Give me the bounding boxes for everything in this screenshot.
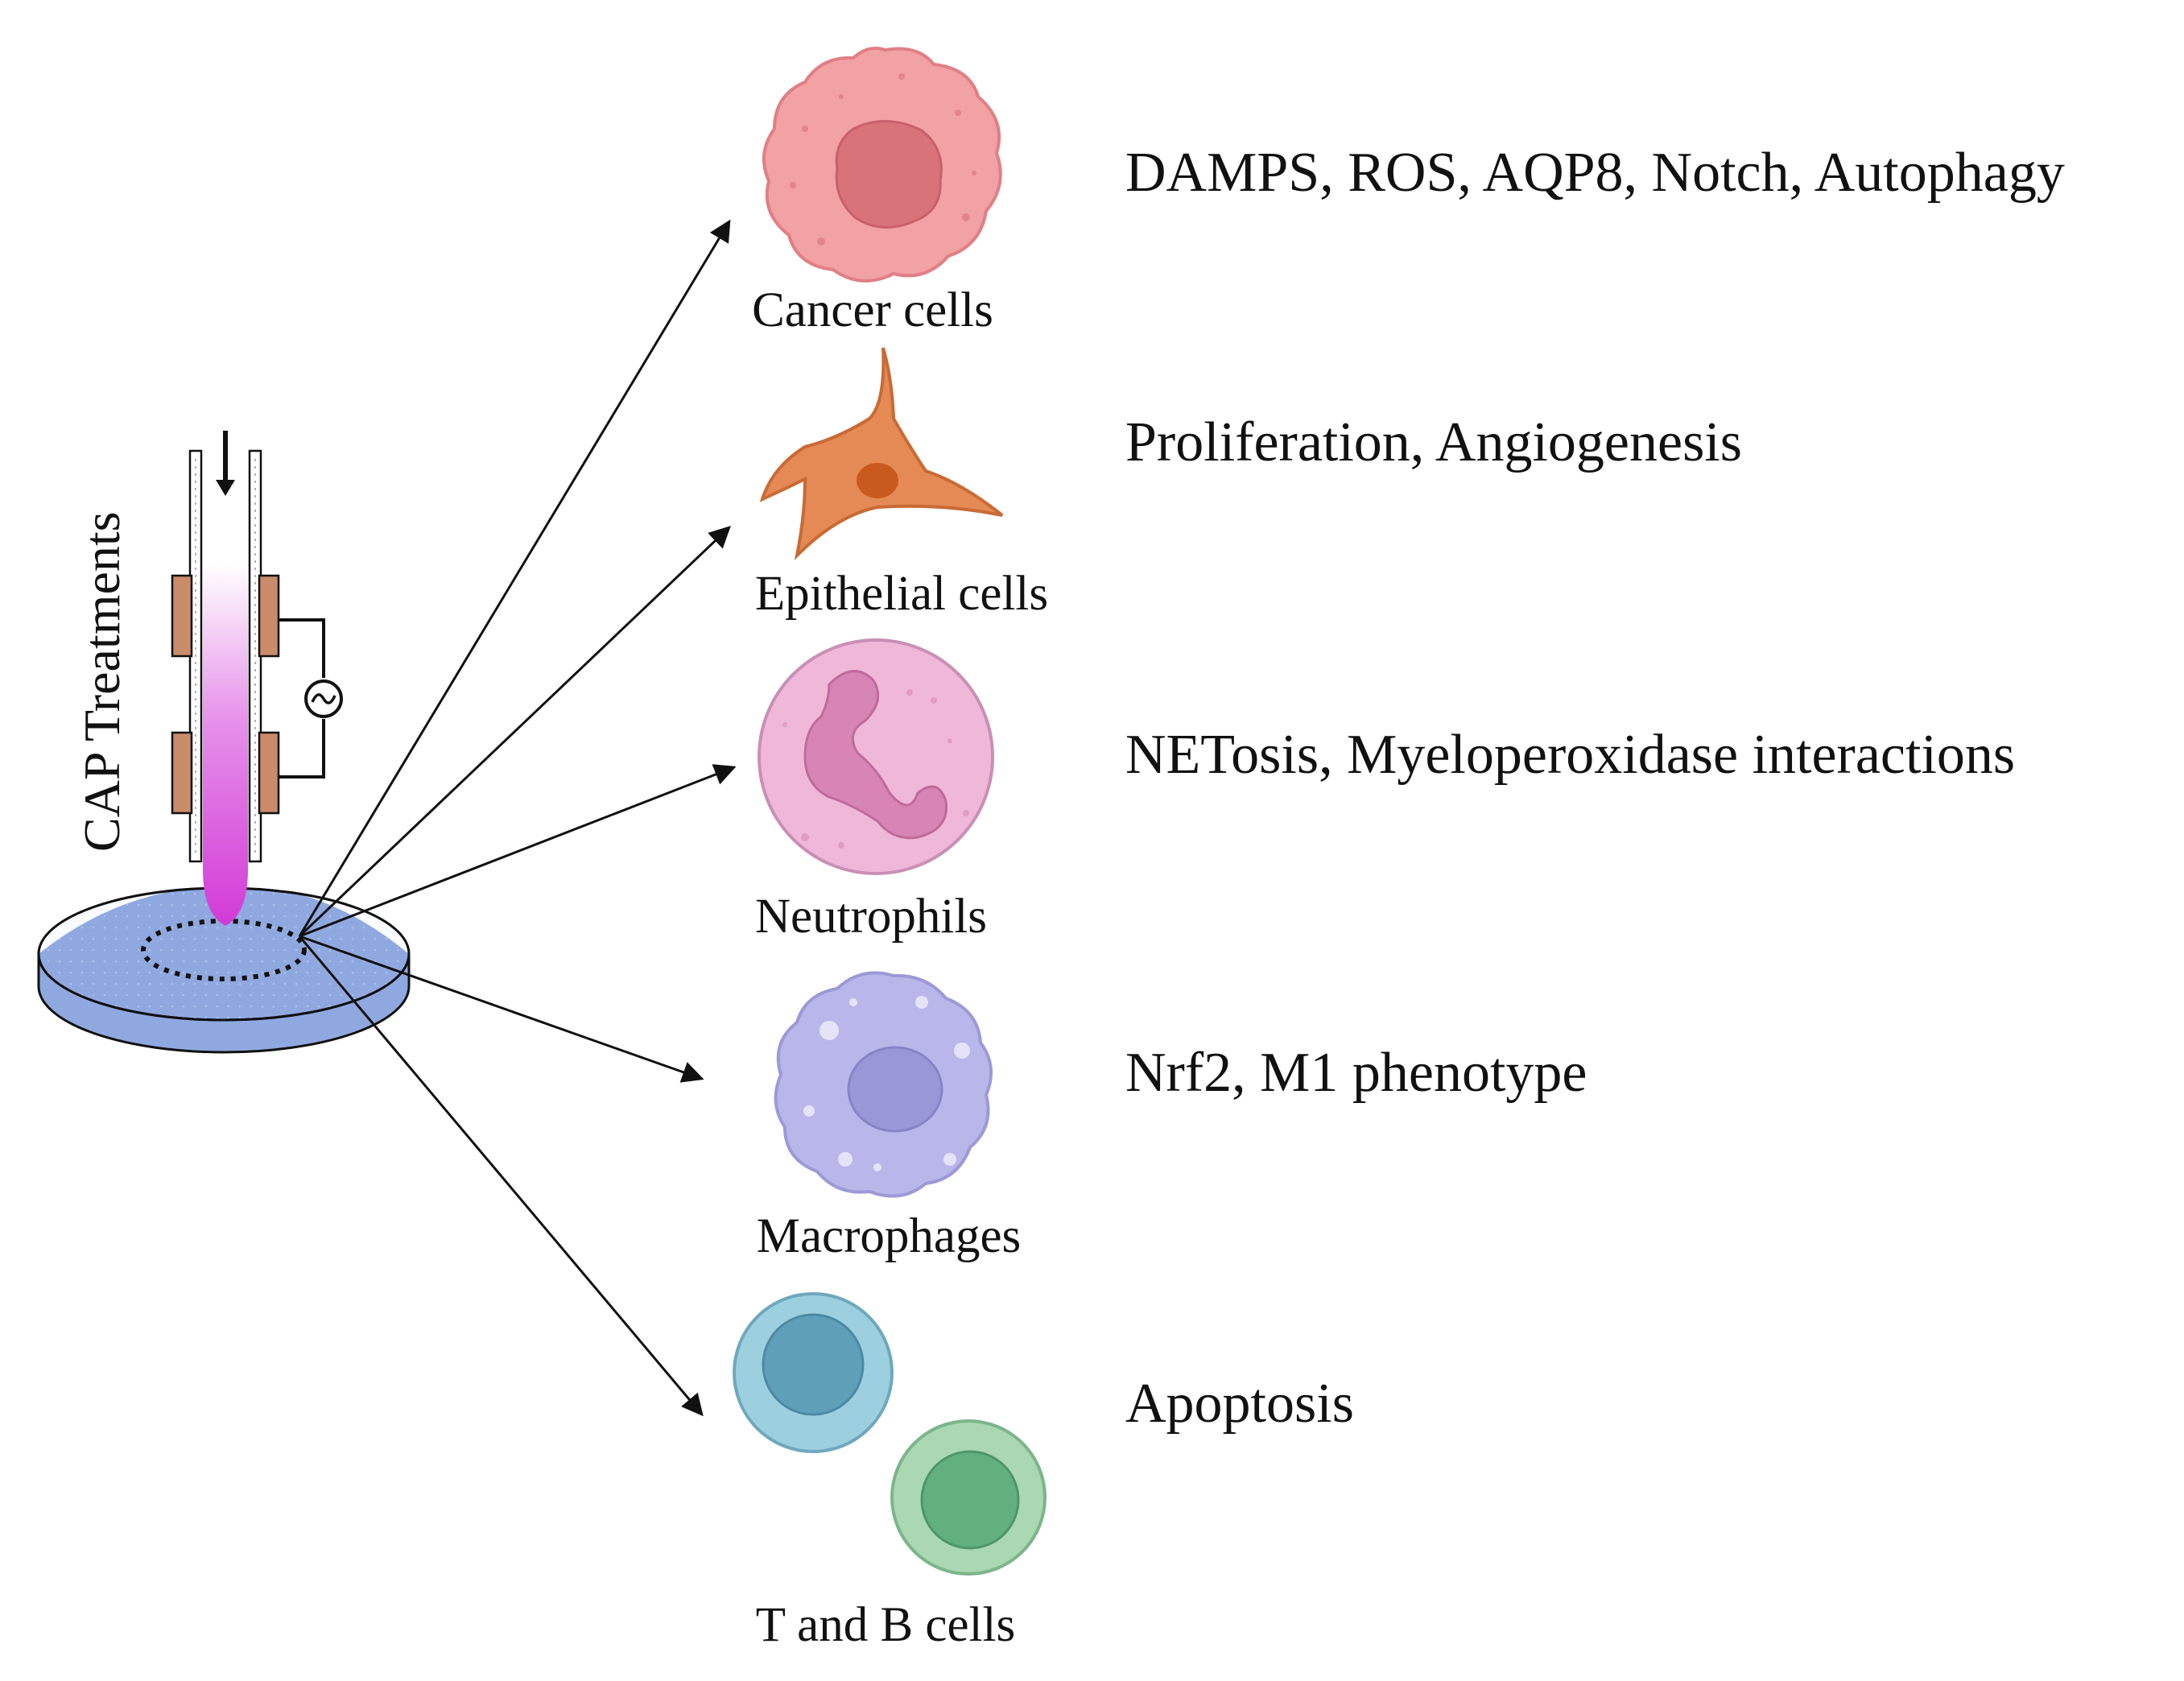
arrow-to-macrophages — [299, 935, 704, 1083]
macrophages-label: Macrophages — [757, 1209, 1022, 1263]
jet-tube — [188, 449, 262, 863]
macrophages-effects: Nrf2, M1 phenotype — [1125, 1042, 1587, 1104]
epithelial-cells-label: Epithelial cells — [755, 567, 1048, 621]
b-cell-icon — [890, 1419, 1047, 1576]
cancer-cells-effects: DAMPS, ROS, AQP8, Notch, Autophagy — [1125, 142, 2065, 204]
epithelial-cell-icon — [759, 347, 1004, 561]
neutrophils-effects: NETosis, Myeloperoxidase interactions — [1125, 724, 2015, 786]
cancer-cells-label: Cancer cells — [752, 283, 993, 337]
neutrophil-icon — [758, 638, 994, 875]
plasma-plume — [203, 564, 248, 926]
electrodes — [171, 574, 280, 815]
arrow-to-t-and-b-cells — [298, 935, 704, 1417]
arrow-to-epithelial-cells — [298, 526, 731, 938]
gas-inflow-arrow-icon — [216, 431, 235, 496]
arrow-to-cancer-cells — [298, 219, 731, 937]
plasma-device: CAP Treatments — [37, 431, 411, 1054]
t-cell-icon — [733, 1292, 894, 1453]
neutrophils-label: Neutrophils — [755, 890, 987, 944]
ac-circuit — [279, 618, 343, 779]
t-and-b-cells-effects: Apoptosis — [1125, 1373, 1354, 1435]
arrows — [298, 219, 737, 1417]
t-and-b-cells-label: T and B cells — [756, 1598, 1015, 1652]
macrophage-icon — [774, 971, 993, 1198]
epithelial-cells-effects: Proliferation, Angiogenesis — [1125, 411, 1742, 473]
arrow-to-neutrophils — [299, 764, 737, 938]
device-title: CAP Treatments — [73, 511, 130, 852]
cancer-cell-icon — [762, 47, 1002, 283]
